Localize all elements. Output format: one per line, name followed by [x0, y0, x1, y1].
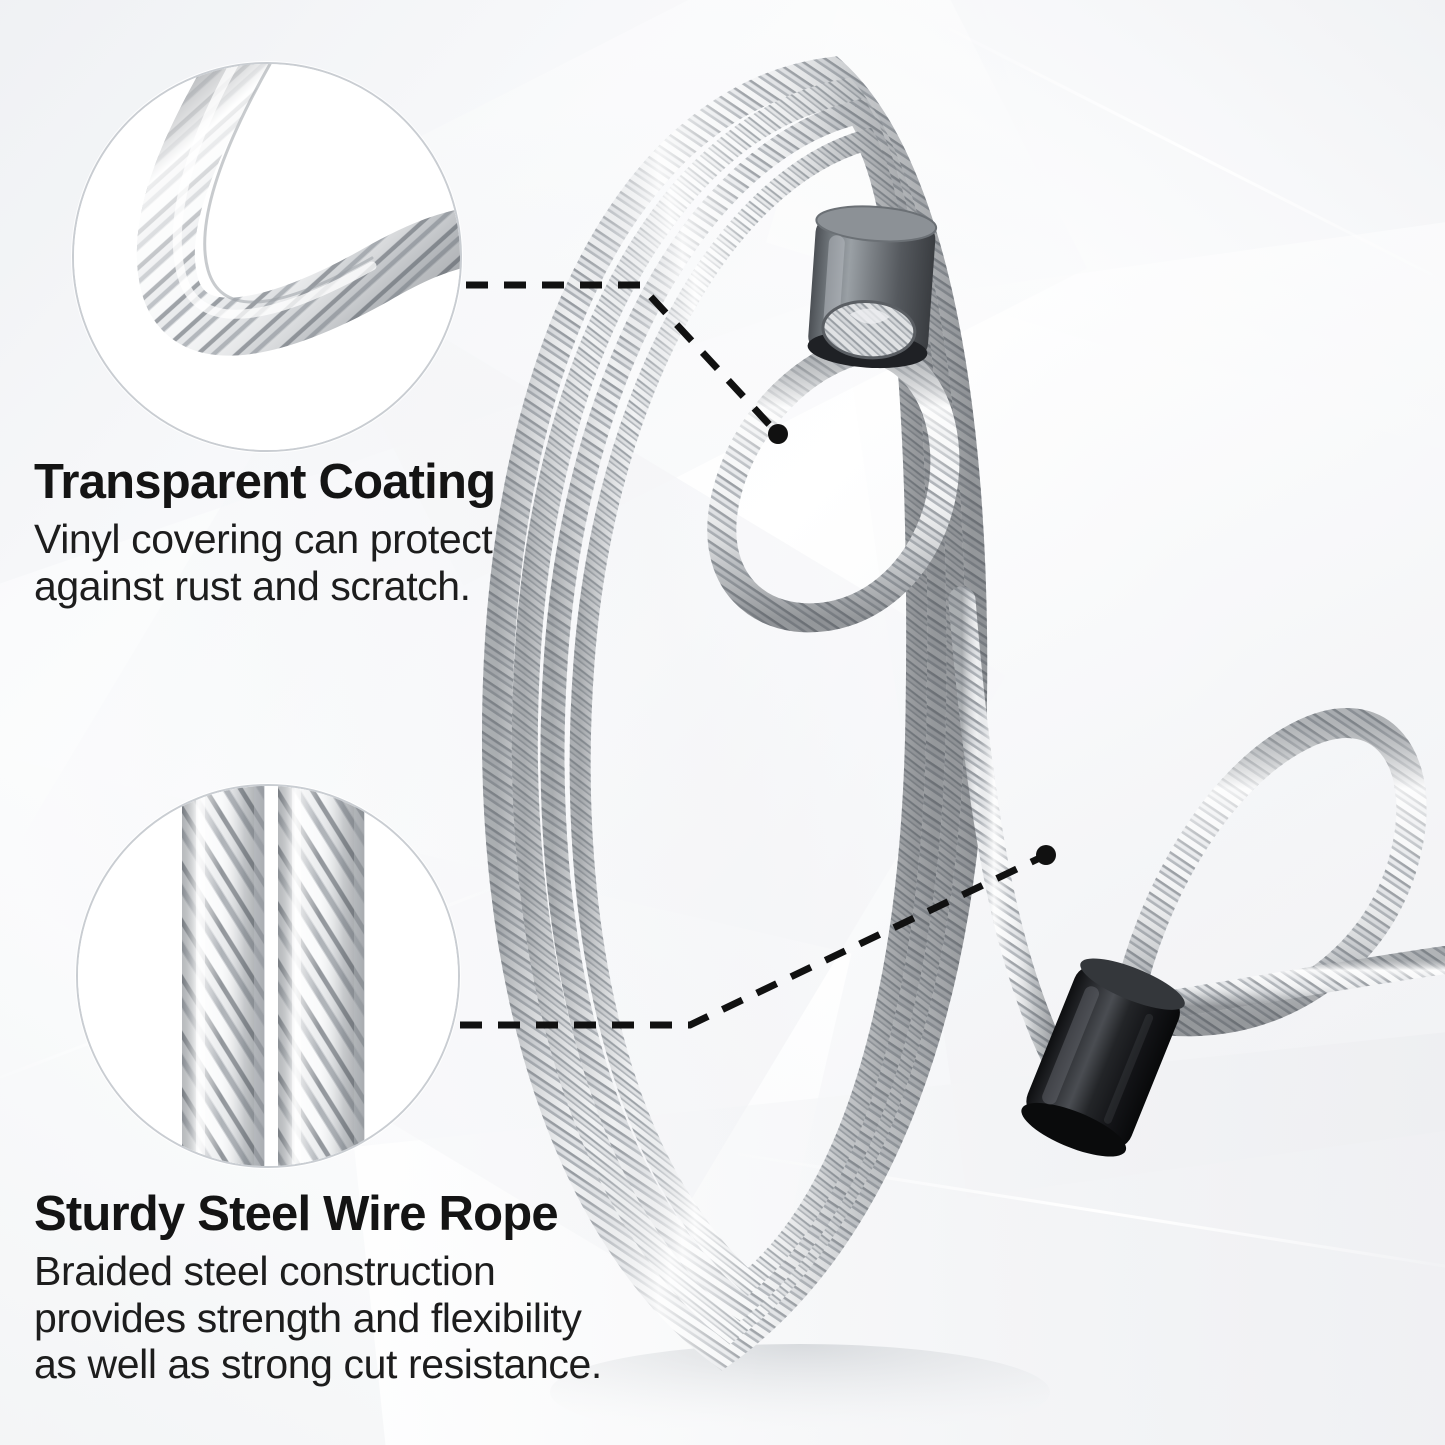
callout-rope-line-1: Braided steel construction — [34, 1247, 496, 1294]
inset-strand-right — [278, 786, 364, 1166]
coil-tail-shade — [948, 586, 1070, 1074]
callout-coating-line-2: against rust and scratch. — [34, 562, 471, 609]
callout-sturdy-steel-wire-rope: Sturdy Steel Wire Rope Braided steel con… — [34, 1187, 614, 1388]
inset-rope — [76, 784, 460, 1168]
callout-rope-headline: Sturdy Steel Wire Rope — [34, 1187, 559, 1241]
top-ferrule — [807, 205, 938, 369]
callout-coating-headline: Transparent Coating — [34, 455, 496, 509]
callout-coating-body: Vinyl covering can protect against rust … — [34, 516, 554, 609]
bottom-eyelet-loop — [1112, 708, 1445, 1037]
inset-strand-left — [182, 786, 264, 1166]
callout-coating-line-1: Vinyl covering can protect — [34, 515, 493, 562]
callout-rope-body: Braided steel construction provides stre… — [34, 1248, 614, 1388]
inset-coating — [72, 62, 462, 452]
bottom-ferrule — [1021, 958, 1185, 1157]
callout-rope-line-3: as well as strong cut resistance. — [34, 1341, 602, 1388]
surface-reflection — [550, 1344, 1050, 1440]
ferrule-crimp — [821, 300, 917, 360]
callout-rope-line-2: provides strength and flexibility — [34, 1294, 582, 1341]
callout-transparent-coating: Transparent Coating Vinyl covering can p… — [34, 455, 554, 609]
cable-coil — [481, 56, 1070, 1371]
